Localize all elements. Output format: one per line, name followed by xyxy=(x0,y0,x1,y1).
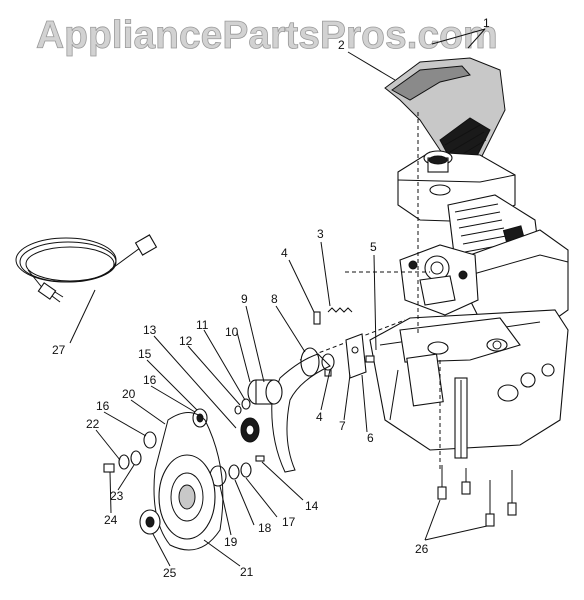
callout-18: 18 xyxy=(258,521,272,535)
callout-26: 26 xyxy=(415,542,429,556)
drive-components xyxy=(103,307,375,551)
watermark-text: AppliancePartsPros.com xyxy=(36,14,498,57)
callout-5: 5 xyxy=(370,240,377,254)
callout-25: 25 xyxy=(163,566,177,580)
callout-17: 17 xyxy=(282,515,296,529)
callout-19: 19 xyxy=(224,535,238,549)
callout-12: 12 xyxy=(179,334,193,348)
engine-assembly xyxy=(384,57,569,331)
callout-labels: 1 2 3 4 5 8 9 11 10 13 12 15 16 20 16 22… xyxy=(52,16,490,580)
callout-8: 8 xyxy=(271,292,278,306)
cooling-fins xyxy=(454,203,509,253)
frame-side-plate xyxy=(369,309,569,459)
callout-15: 15 xyxy=(138,347,152,361)
callout-24: 24 xyxy=(104,513,118,527)
callout-4-upper: 4 xyxy=(281,246,288,260)
callout-13: 13 xyxy=(143,323,157,337)
callout-16-lower: 16 xyxy=(96,399,110,413)
callout-2: 2 xyxy=(338,38,345,52)
extension-cord xyxy=(15,234,158,303)
callout-6: 6 xyxy=(367,431,374,445)
callout-16-upper: 16 xyxy=(143,373,157,387)
callout-21: 21 xyxy=(240,565,254,579)
bolt-set-26 xyxy=(437,465,517,527)
leader-lines xyxy=(69,28,488,567)
callout-4-lower: 4 xyxy=(316,410,323,424)
callout-9: 9 xyxy=(241,292,248,306)
callout-22: 22 xyxy=(86,417,100,431)
callout-20: 20 xyxy=(122,387,136,401)
callout-14: 14 xyxy=(305,499,319,513)
callout-1: 1 xyxy=(483,16,490,30)
callout-3: 3 xyxy=(317,227,324,241)
callout-11: 11 xyxy=(196,318,209,332)
callout-27: 27 xyxy=(52,343,66,357)
callout-7: 7 xyxy=(339,419,346,433)
callout-23: 23 xyxy=(110,489,124,503)
callout-10: 10 xyxy=(225,325,239,339)
